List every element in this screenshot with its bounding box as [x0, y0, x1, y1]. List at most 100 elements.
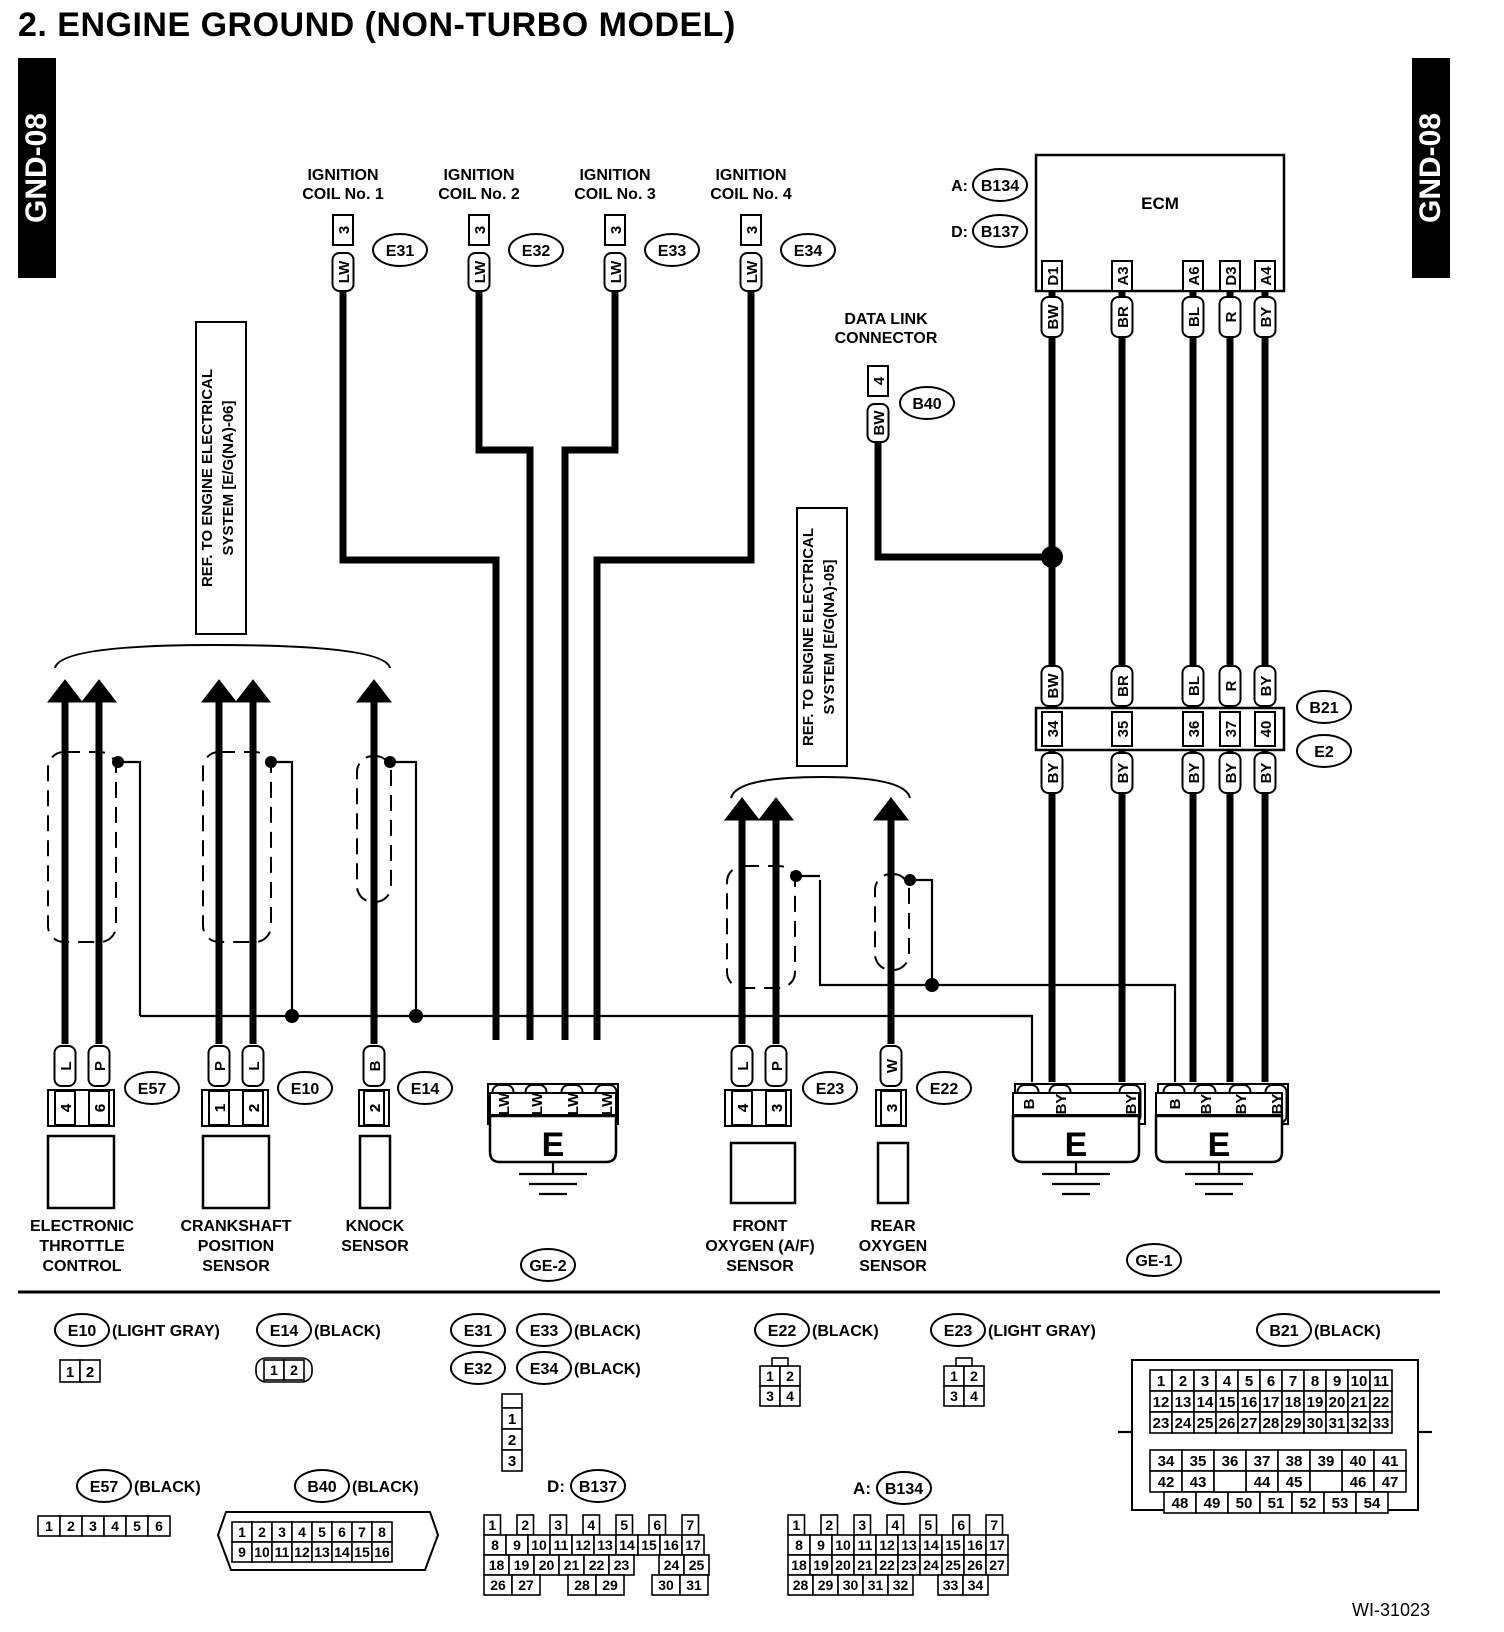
connector-code: E10	[291, 1081, 320, 1098]
b21-pin: 7	[1289, 1373, 1297, 1390]
b21-housing	[1131, 1359, 1419, 1511]
legend-color: (BLACK)	[314, 1323, 381, 1340]
b137-pin: 30	[658, 1577, 674, 1593]
pin-number: D3	[1223, 266, 1240, 285]
b40-pin: 2	[258, 1524, 266, 1540]
connector-code: B40	[912, 396, 941, 413]
b21-pin: 54	[1364, 1495, 1381, 1512]
arrow-head	[200, 679, 238, 703]
b137-pin: 23	[614, 1557, 630, 1573]
b134-pin: 15	[945, 1537, 961, 1553]
ignition-coil-label: IGNITION	[579, 167, 650, 184]
ground-symbol-letter: E	[1208, 1126, 1231, 1164]
wire-color: LW	[529, 1092, 546, 1115]
b21-pin: 6	[1267, 1373, 1275, 1390]
sensor-label: CRANKSHAFT	[180, 1218, 291, 1235]
sensor-connector-badge	[916, 1071, 972, 1105]
b137-pin: 9	[513, 1537, 521, 1553]
junction-dot	[925, 978, 939, 992]
joint-top-wire-tag	[1110, 665, 1134, 707]
b137-pin: 17	[685, 1537, 701, 1553]
pin-number: 3	[744, 226, 761, 234]
b134-pin: 12	[879, 1537, 895, 1553]
pin-number: 4	[735, 1103, 752, 1112]
joint-connector-code	[1296, 690, 1352, 724]
connector-code: B134	[981, 178, 1019, 195]
joint-top-wire-tag	[1181, 665, 1205, 707]
ignition-coil-pin	[604, 214, 626, 246]
joint-pin	[1111, 711, 1133, 747]
b21-pin: 46	[1350, 1474, 1367, 1491]
b134-pin: 10	[835, 1537, 851, 1553]
e14-pin: 1	[270, 1362, 278, 1378]
sensor-label: SENSOR	[859, 1258, 927, 1275]
e14-pin: 2	[290, 1362, 298, 1378]
connector-code: E33	[658, 243, 687, 260]
e22-pin: 2	[786, 1368, 794, 1384]
b21-pin: 17	[1263, 1394, 1280, 1411]
b21-pin: 29	[1285, 1415, 1302, 1432]
joint-pin	[1254, 711, 1276, 747]
b21-pin: 11	[1373, 1373, 1389, 1390]
b21-pin: 43	[1190, 1474, 1207, 1491]
wire-color: BL	[1186, 676, 1203, 696]
b40-pin: 10	[254, 1544, 270, 1560]
ecm-pin	[1254, 260, 1276, 292]
b40-housing	[216, 1511, 440, 1571]
ignition-coil-connector	[372, 233, 428, 267]
sensor-body	[358, 1134, 392, 1210]
ignition-coil-wire	[593, 290, 755, 1040]
pin-number: 1	[212, 1104, 229, 1112]
b21-pin: 36	[1222, 1453, 1239, 1470]
b21-pin: 28	[1263, 1415, 1280, 1432]
arrow-head	[234, 679, 272, 703]
wire-color: L	[58, 1061, 75, 1070]
b21-pin: 19	[1307, 1394, 1324, 1411]
b21-pin: 20	[1329, 1394, 1346, 1411]
joint-top-wire-tag	[1218, 665, 1242, 707]
b134-pin: 29	[818, 1577, 834, 1593]
data-link-label: DATA LINK	[844, 311, 928, 328]
b40-pin: 1	[238, 1524, 246, 1540]
ground-label-badge	[520, 1248, 576, 1282]
b137-pin: 31	[686, 1577, 702, 1593]
shield-outline	[356, 755, 392, 903]
arrow-head	[46, 679, 84, 703]
sensor-body	[729, 1141, 797, 1205]
b134-pin: 2	[825, 1517, 833, 1533]
sensor-label: OXYGEN	[859, 1238, 927, 1255]
wire-color: BY	[1115, 763, 1132, 784]
sensor-label: SENSOR	[202, 1258, 270, 1275]
e23-latch	[955, 1357, 973, 1367]
connector-code: E32	[464, 1361, 493, 1378]
ge2-body	[488, 1114, 618, 1164]
b137-pin: 19	[514, 1557, 530, 1573]
shield-outline	[202, 751, 272, 943]
b134-pin: 7	[990, 1517, 998, 1533]
b21-pin: 48	[1172, 1495, 1189, 1512]
wire-color: BY	[1198, 1094, 1215, 1115]
wire-color: BY	[1233, 1094, 1250, 1115]
b21-pin: 30	[1307, 1415, 1324, 1432]
wire-color: P	[212, 1061, 229, 1071]
connector-code: E10	[68, 1323, 97, 1340]
arrow-head	[355, 679, 393, 703]
b137-pin: 18	[489, 1557, 505, 1573]
pin-number: 6	[92, 1104, 109, 1112]
sensor-body	[201, 1134, 271, 1210]
b21-pin: 41	[1382, 1453, 1399, 1470]
e22-pin: 1	[766, 1368, 774, 1384]
e23-pin: 3	[950, 1388, 958, 1404]
joint-connector-code	[1296, 734, 1352, 768]
arrow-head	[757, 797, 795, 821]
sensor-wire-tag	[53, 1045, 77, 1087]
pin-number: 40	[1258, 721, 1275, 738]
ignition-coil-wire-tag	[331, 252, 355, 292]
joint-top-wire-tag	[1253, 665, 1277, 707]
ecm-wire-tag	[1181, 296, 1205, 338]
b134-pin: 30	[843, 1577, 859, 1593]
e31-housing-top	[501, 1393, 523, 1409]
figure-code: WI-31023	[1352, 1600, 1431, 1620]
sensor-wire-tag	[362, 1045, 386, 1087]
wire-color: B	[367, 1060, 384, 1071]
